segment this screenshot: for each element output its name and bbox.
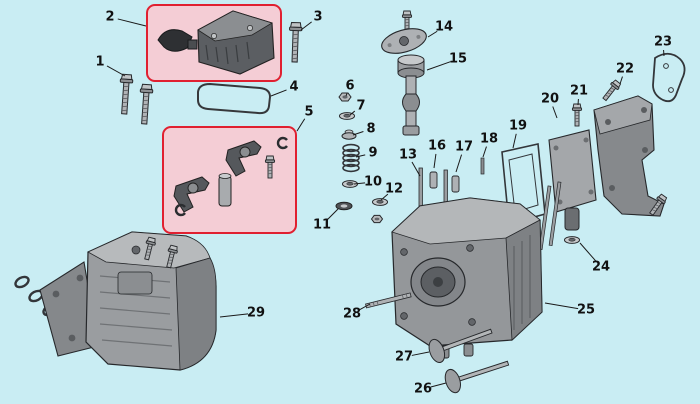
callout-leader-10 [353,182,366,185]
part-number-7[interactable]: 7 [356,99,365,114]
bracket-gasket-23 [652,52,686,103]
part-number-18[interactable]: 18 [480,132,498,147]
head-cover [197,10,275,75]
callout-leader-5 [296,118,306,132]
head-cover-gasket [197,82,272,115]
part-number-24[interactable]: 24 [592,260,610,275]
part-number-19[interactable]: 19 [509,119,527,134]
oil-seal-11 [335,201,353,211]
part-number-10[interactable]: 10 [364,175,382,190]
callout-leader-24 [579,242,597,262]
part-number-4[interactable]: 4 [289,80,298,95]
rocker-arm-assembly [173,136,289,217]
valve-27 [428,328,493,364]
callout-leader-11 [327,208,339,220]
part-number-6[interactable]: 6 [345,79,354,94]
callout-leader-25 [544,302,579,310]
callout-leader-28 [358,303,371,311]
part-number-29[interactable]: 29 [247,306,265,321]
oval-plate-14 [381,10,427,54]
part-number-20[interactable]: 20 [541,92,559,107]
part-number-8[interactable]: 8 [366,122,375,137]
part-number-5[interactable]: 5 [304,105,313,120]
callout-leader-1 [106,65,126,77]
mount-bracket [593,95,669,218]
part-number-15[interactable]: 15 [449,52,467,67]
part-number-25[interactable]: 25 [577,303,595,318]
callout-leader-16 [433,153,437,169]
callout-leader-19 [512,133,517,149]
part-number-22[interactable]: 22 [616,62,634,77]
valve-26 [444,360,510,394]
part-number-3[interactable]: 3 [313,10,322,25]
callout-leader-29 [219,313,249,318]
callout-leader-2 [117,18,147,27]
part-number-17[interactable]: 17 [455,140,473,155]
part-number-21[interactable]: 21 [570,84,588,99]
callout-leader-9 [355,154,366,158]
part-number-2[interactable]: 2 [105,10,114,25]
callout-leader-12 [380,193,389,201]
anode-set-24 [538,181,580,251]
washer-nut-12 [370,198,388,224]
callout-leader-20 [552,106,558,119]
cock-lever [157,29,198,52]
callout-leader-8 [352,131,364,136]
callout-leader-17 [455,154,463,173]
callout-leader-4 [270,89,287,97]
part-number-14[interactable]: 14 [435,20,453,35]
callout-leader-26 [430,382,447,388]
callout-leader-27 [411,351,430,356]
callout-leader-14 [427,30,438,38]
nut-6 [338,92,352,102]
part-number-9[interactable]: 9 [368,146,377,161]
part-number-23[interactable]: 23 [654,35,672,50]
part-number-12[interactable]: 12 [385,182,403,197]
part-number-26[interactable]: 26 [414,382,432,397]
cylinder-head [391,197,543,359]
camshaft [397,54,425,136]
callout-leader-13 [411,161,421,177]
callout-leader-22 [619,76,623,85]
spring-seat-8 [341,129,357,140]
part-number-1[interactable]: 1 [95,55,104,70]
callout-leader-7 [349,110,356,116]
exhaust-cover-plate [548,129,597,213]
part-number-28[interactable]: 28 [343,307,361,322]
callout-leader-3 [300,21,312,31]
part-number-27[interactable]: 27 [395,350,413,365]
callout-leader-6 [345,93,348,97]
part-number-16[interactable]: 16 [428,139,446,154]
part-number-11[interactable]: 11 [313,218,331,233]
valve-spring-9 [342,143,360,173]
part-number-13[interactable]: 13 [399,148,417,163]
engine-block [14,231,217,371]
callout-leader-18 [482,146,487,158]
valve-spring-stack [335,92,360,211]
callout-leader-15 [426,61,451,71]
